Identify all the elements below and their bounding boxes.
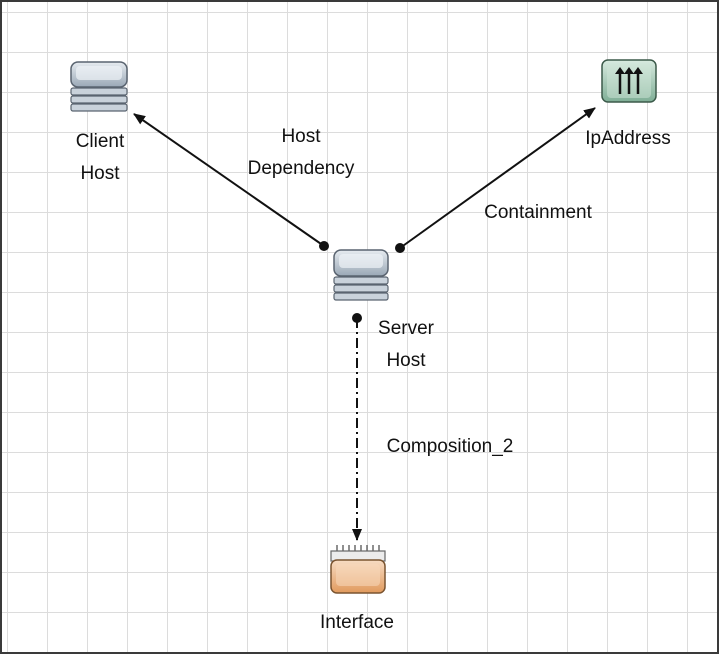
ip-address-label: IpAddress — [585, 128, 671, 149]
server-host-label: Server Host — [378, 318, 434, 371]
edge-composition-2[interactable] — [352, 313, 362, 541]
edge-containment[interactable] — [395, 107, 596, 253]
client-host-label: Client Host — [75, 131, 125, 184]
server-host-icon[interactable] — [333, 249, 389, 301]
client-host-icon[interactable] — [70, 61, 128, 112]
interface-icon[interactable] — [330, 545, 386, 594]
host-dependency-label: Host Dependency — [247, 126, 355, 179]
composition-2-label: Composition_2 — [386, 436, 514, 457]
ip-address-icon[interactable] — [601, 59, 657, 103]
containment-label: Containment — [484, 202, 592, 223]
interface-label: Interface — [320, 612, 394, 633]
edge-host-dependency[interactable] — [133, 113, 329, 251]
